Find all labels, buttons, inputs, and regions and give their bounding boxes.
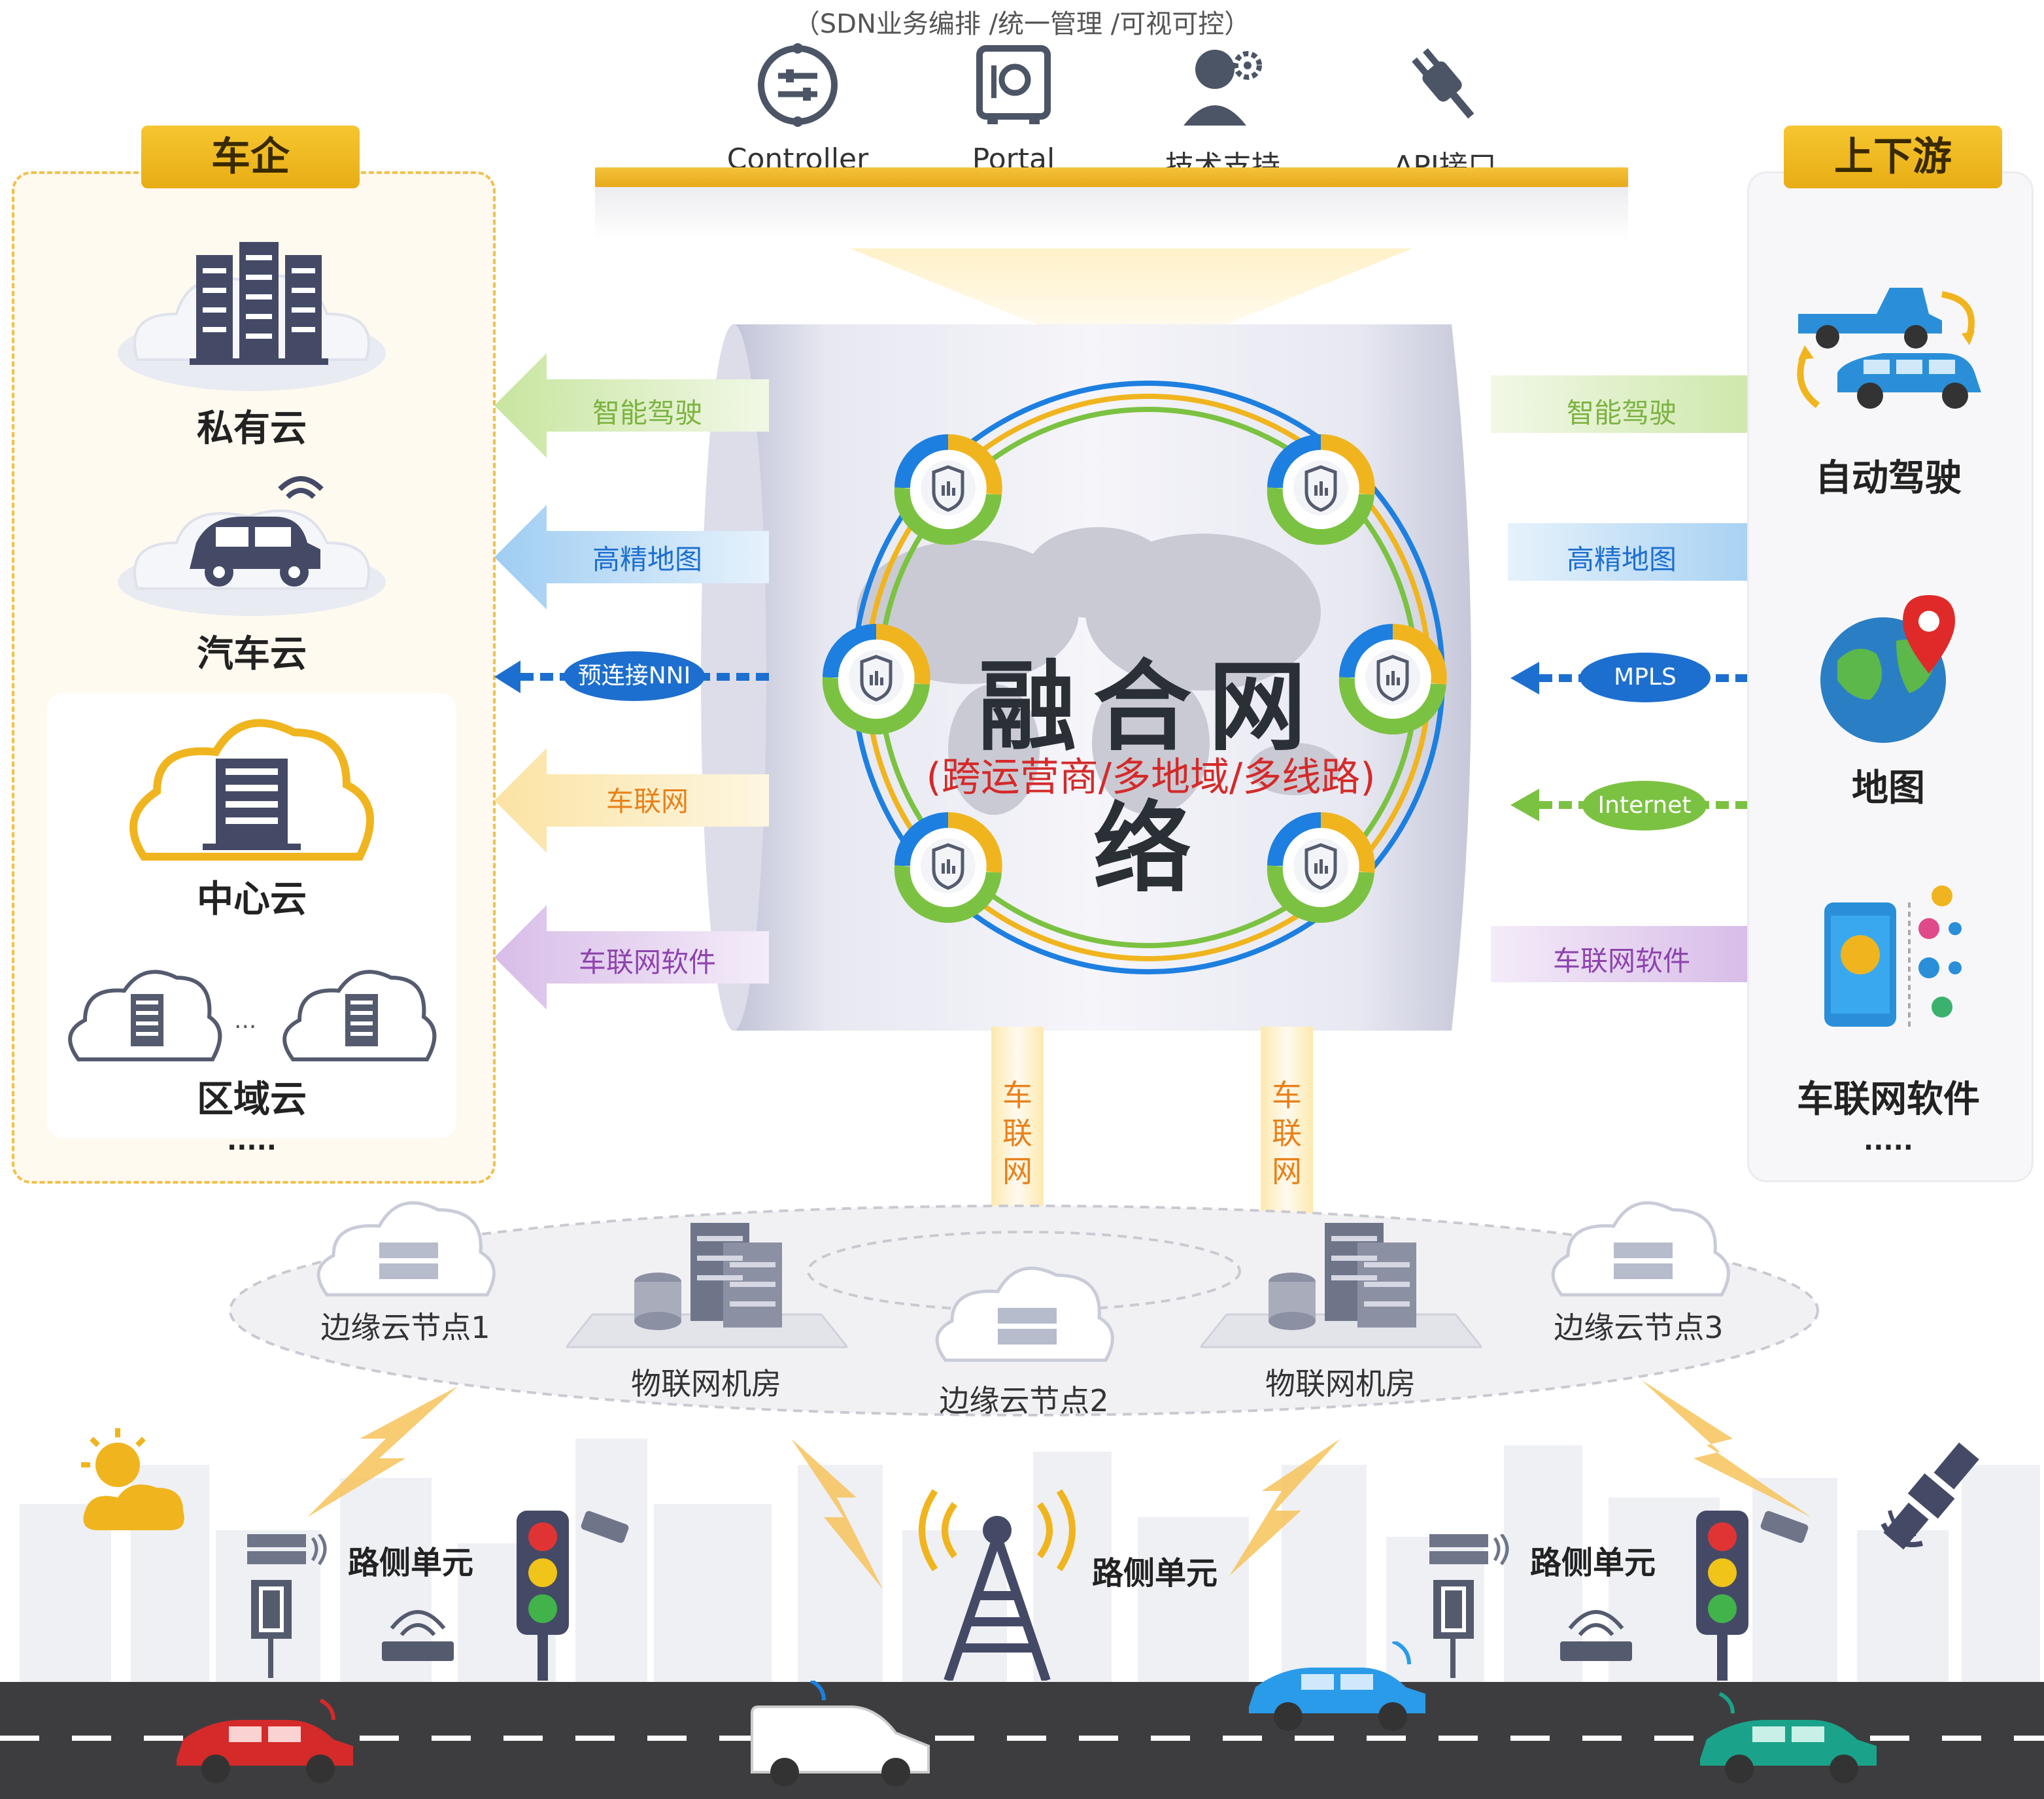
iot-room-label: 物联网机房	[1265, 1366, 1416, 1401]
iot-room-label: 物联网机房	[631, 1366, 781, 1401]
arrow-right-label: 智能驾驶	[1566, 397, 1677, 429]
router-icon	[1554, 1596, 1639, 1670]
traffic-light-icon	[1683, 1511, 1820, 1683]
roadside-unit-label: 路侧单元	[1530, 1545, 1656, 1581]
platform-subtitle: （SDN业务编排 /统一管理 /可视可控）	[793, 9, 1251, 39]
right-item-autonomous: 自动驾驶	[1815, 457, 1962, 500]
pillar-label: 车联网	[1002, 1078, 1032, 1189]
regional-cloud-icon	[59, 961, 229, 1069]
teal-car-icon	[1694, 1687, 1883, 1794]
arrow-right-hd-map	[1508, 523, 1747, 581]
center-cloud-icon	[118, 706, 386, 872]
edge-node-label: 边缘云节点3	[1554, 1310, 1724, 1345]
iot-room-icon	[1198, 1210, 1484, 1356]
right-item-map: 地图	[1852, 767, 1925, 810]
left-item-private-cloud: 私有云	[197, 407, 307, 450]
regional-cloud-icon	[273, 961, 443, 1069]
telematics-app-icon	[1811, 883, 1981, 1049]
map-globe-icon	[1818, 589, 1975, 748]
edge-cloud-icon	[1542, 1190, 1738, 1304]
controller-icon	[752, 39, 843, 131]
roadside-unit-label: 路侧单元	[1092, 1555, 1218, 1592]
left-more: .....	[227, 1126, 277, 1156]
arrow-left-iov	[494, 748, 769, 855]
road-lane-marking	[0, 1736, 2044, 1741]
internet-oval: Internet	[1582, 781, 1707, 831]
right-tag: 上下游	[1784, 126, 2002, 188]
arrow-left-label: 车联网	[605, 785, 689, 817]
left-tag: 车企	[141, 126, 360, 188]
roadside-server-icon	[1429, 1533, 1514, 1681]
core-subtitle: (跨运营商/多地域/多线路)	[926, 755, 1376, 800]
arrow-left-label: 车联网软件	[578, 946, 716, 978]
arrow-left-label: 智能驾驶	[592, 397, 702, 429]
arrow-right-iov-software	[1491, 926, 1747, 982]
satellite-icon	[1870, 1426, 2001, 1559]
arrow-right-label: 高精地图	[1566, 543, 1677, 575]
lightning-icon	[307, 1386, 464, 1520]
lightning-icon	[1229, 1439, 1340, 1579]
mpls-oval: MPLS	[1580, 653, 1711, 702]
edge-cloud-icon	[307, 1190, 503, 1304]
weather-sun-cloud-icon	[72, 1426, 190, 1539]
arrow-left-label: 高精地图	[592, 543, 702, 575]
edge-cloud-icon	[926, 1256, 1122, 1369]
tool-api[interactable]: API接口	[1360, 39, 1530, 184]
roadside-server-icon	[247, 1533, 332, 1681]
lightning-icon	[1641, 1380, 1811, 1520]
roadside-unit-label: 路侧单元	[348, 1545, 474, 1581]
support-icon	[1177, 39, 1269, 131]
regional-ellipsis: ...	[234, 1007, 257, 1034]
arrow-left-hd-map	[494, 505, 769, 612]
arrow-left-iov-software	[494, 905, 769, 1012]
tool-support[interactable]: 技术支持	[1138, 39, 1308, 184]
blue-car-icon	[1242, 1639, 1432, 1742]
arrow-left-smart-driving	[494, 353, 769, 460]
platform-bar	[595, 167, 1628, 187]
right-more: .....	[1864, 1126, 1913, 1156]
left-item-center-cloud: 中心云	[197, 878, 307, 921]
private-cloud-icon	[111, 242, 392, 402]
cell-tower-icon	[915, 1465, 1079, 1683]
core-cylinder	[693, 324, 1491, 1033]
pillar-label: 车联网	[1272, 1078, 1302, 1189]
white-van-icon	[745, 1679, 935, 1794]
core-title: 融合网络	[978, 651, 1323, 906]
edge-node-label: 边缘云节点2	[939, 1383, 1109, 1418]
lightning-icon	[791, 1439, 889, 1592]
city-skyline	[0, 1426, 2044, 1690]
nni-oval: 预连接NNI	[564, 651, 705, 701]
edge-node-label: 边缘云节点1	[320, 1310, 490, 1345]
car-cloud-icon	[111, 471, 392, 624]
autonomous-car-icon	[1779, 268, 2001, 421]
right-item-telematics-software: 车联网软件	[1797, 1078, 1980, 1121]
left-item-regional-cloud: 区域云	[197, 1078, 307, 1121]
tool-controller[interactable]: Controller	[713, 39, 883, 176]
arrow-right-label: 车联网软件	[1552, 945, 1690, 977]
traffic-light-icon	[503, 1511, 641, 1683]
portal-icon	[968, 39, 1059, 131]
red-car-icon	[170, 1687, 360, 1794]
router-icon	[375, 1596, 460, 1670]
arrow-right-smart-driving	[1491, 375, 1747, 433]
platform-shadow	[595, 187, 1628, 239]
tool-portal[interactable]: Portal	[928, 39, 1099, 176]
iot-room-icon	[564, 1210, 850, 1356]
left-item-car-cloud: 汽车云	[197, 633, 307, 676]
api-plug-icon	[1399, 39, 1491, 131]
